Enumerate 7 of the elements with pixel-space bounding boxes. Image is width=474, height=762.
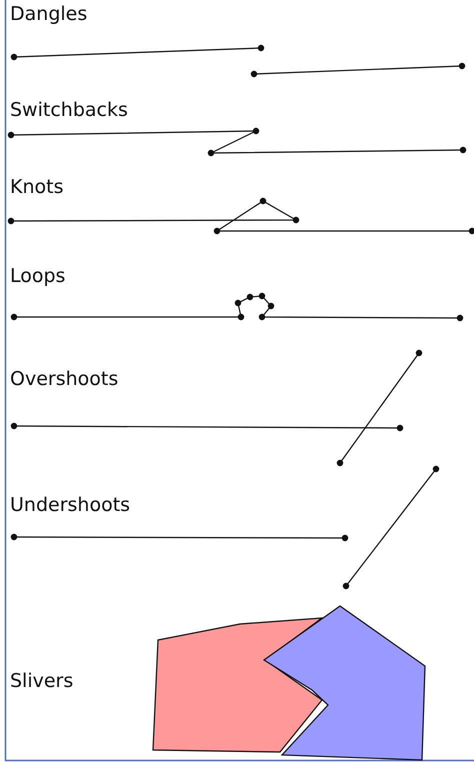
category-heading: Knots — [10, 176, 64, 198]
category-heading: Overshoots — [10, 368, 118, 390]
category-heading: Loops — [10, 265, 66, 287]
category-heading: Switchbacks — [10, 99, 128, 121]
category-heading: Undershoots — [10, 494, 130, 516]
category-heading: Slivers — [10, 670, 74, 692]
category-heading: Dangles — [10, 3, 88, 25]
